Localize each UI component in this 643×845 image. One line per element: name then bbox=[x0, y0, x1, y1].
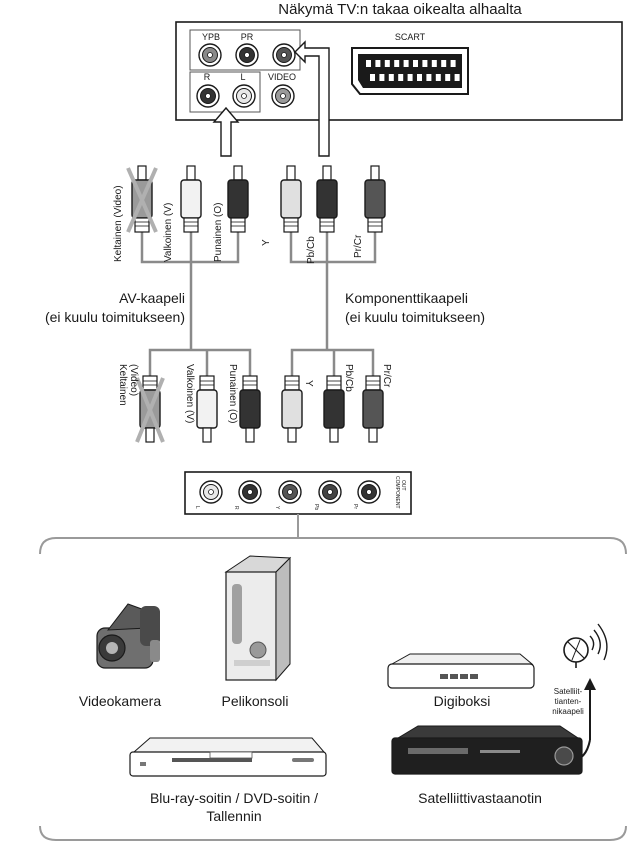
top-plug-red bbox=[227, 165, 249, 233]
label-satellite-receiver: Satelliittivastaanotin bbox=[418, 790, 542, 806]
bottom-label-pr: Pr/Cr bbox=[381, 364, 392, 388]
camcorder-icon bbox=[96, 603, 160, 669]
scart-pin bbox=[394, 60, 400, 67]
av-cable-title: AV-kaapeli bbox=[119, 290, 185, 306]
top-label-pb: Pb/Cb bbox=[306, 236, 317, 264]
scart-pin bbox=[366, 60, 371, 67]
tv-jack-video bbox=[271, 84, 295, 108]
out-label-l: L bbox=[194, 506, 200, 509]
bottom-plug-y bbox=[281, 375, 303, 443]
out-label-y: Y bbox=[274, 506, 280, 510]
arrow-into-audio-jacks bbox=[212, 106, 240, 157]
bottom-label-red: Punainen (O) bbox=[227, 364, 238, 423]
label-digibox: Digiboksi bbox=[434, 693, 491, 709]
out-jack-pr bbox=[357, 480, 381, 504]
bottom-label-y: Y bbox=[303, 380, 314, 387]
tv-back-panel: YPB PR R L VIDEO SCART bbox=[175, 21, 623, 121]
label-satellite-cable-1: Satelliit- bbox=[554, 687, 583, 696]
scart-pin bbox=[403, 60, 409, 67]
tv-jack-y bbox=[272, 43, 296, 67]
bottom-label-yellow-1: Keltainen bbox=[117, 364, 128, 406]
scart-pin bbox=[384, 60, 390, 67]
tv-jack-r bbox=[196, 84, 220, 108]
top-label-pr: Pr/Cr bbox=[353, 234, 364, 258]
bottom-plug-pr bbox=[362, 375, 384, 443]
top-label-y: Y bbox=[261, 239, 272, 246]
bottom-label-white: Valkoinen (V) bbox=[184, 364, 195, 423]
tv-label-video: VIDEO bbox=[268, 72, 296, 82]
unused-plug-cross-top bbox=[126, 167, 158, 233]
out-label-pb: Pb bbox=[313, 504, 319, 510]
top-plug-pr bbox=[364, 165, 386, 233]
bottom-plug-white bbox=[196, 375, 218, 443]
tv-label-r: R bbox=[204, 72, 211, 82]
label-satellite-cable-3: nikaapeli bbox=[552, 707, 584, 716]
scart-pin bbox=[422, 60, 428, 67]
scart-pin bbox=[435, 74, 441, 81]
label-satellite-cable-2: tianten- bbox=[555, 697, 582, 706]
bottom-plug-row: Keltainen (Video) Valkoinen (V) Punainen… bbox=[117, 348, 392, 443]
bottom-plug-red bbox=[239, 375, 261, 443]
tv-label-pr: PR bbox=[241, 32, 254, 42]
disc-player-icon bbox=[129, 737, 327, 777]
scart-port bbox=[351, 47, 469, 95]
scart-pin bbox=[375, 60, 381, 67]
bottom-label-pb: Pb/Cb bbox=[343, 364, 354, 392]
scart-pin bbox=[450, 60, 456, 67]
top-label-yellow: Keltainen (Video) bbox=[113, 185, 124, 262]
top-label-red: Punainen (O) bbox=[213, 203, 224, 262]
top-plug-white bbox=[180, 165, 202, 233]
out-jack-r bbox=[238, 480, 262, 504]
out-label-pr: Pr bbox=[352, 504, 358, 509]
out-jack-pb bbox=[318, 480, 342, 504]
unused-plug-cross-bottom bbox=[135, 377, 165, 443]
scart-pin bbox=[379, 74, 385, 81]
diagram-title: Näkymä TV:n takaa oikealta alhaalta bbox=[278, 1, 522, 18]
out-jack-y bbox=[278, 480, 302, 504]
tv-jack-l bbox=[232, 84, 256, 108]
top-label-white: Valkoinen (V) bbox=[163, 203, 174, 262]
bottom-label-yellow-2: (Video) bbox=[128, 364, 139, 396]
scart-pin bbox=[398, 74, 404, 81]
top-plug-row: Keltainen (Video) Valkoinen (V) Punainen… bbox=[113, 165, 386, 264]
out-side-label-2: OUT bbox=[400, 480, 406, 491]
component-cable-title: Komponenttikaapeli bbox=[345, 290, 468, 306]
scart-pin bbox=[441, 60, 447, 67]
tv-label-ypb: YPB bbox=[202, 32, 220, 42]
label-disc-player-2: Tallennin bbox=[206, 808, 261, 824]
tv-jack-ypb bbox=[198, 43, 222, 67]
component-cable-note: (ei kuulu toimitukseen) bbox=[345, 309, 485, 325]
scart-pin bbox=[370, 74, 375, 81]
tv-label-l: L bbox=[240, 72, 245, 82]
av-cable-note: (ei kuulu toimitukseen) bbox=[45, 309, 185, 325]
out-label-r: R bbox=[233, 506, 239, 510]
scart-pin bbox=[431, 60, 437, 67]
scart-pin bbox=[445, 74, 451, 81]
game-console-icon bbox=[224, 555, 292, 682]
tv-label-scart: SCART bbox=[395, 32, 426, 42]
scart-pin bbox=[388, 74, 394, 81]
out-side-label-1: COMPONENT bbox=[394, 476, 400, 509]
top-plug-y bbox=[280, 165, 302, 233]
bottom-plug-pb bbox=[323, 375, 345, 443]
satellite-receiver-icon bbox=[391, 725, 583, 775]
label-disc-player-1: Blu-ray-soitin / DVD-soitin / bbox=[150, 790, 318, 806]
top-plug-pb bbox=[316, 165, 338, 233]
label-camcorder: Videokamera bbox=[79, 693, 161, 709]
device-output-panel: COMPONENT OUT L R Y Pb Pr bbox=[184, 471, 412, 515]
tv-jack-pr bbox=[235, 43, 259, 67]
devices-bracket bbox=[39, 514, 627, 841]
scart-pin bbox=[413, 60, 418, 67]
satellite-dish-icon bbox=[563, 623, 608, 668]
scart-pin bbox=[426, 74, 432, 81]
arrow-into-component-jacks bbox=[294, 40, 330, 157]
scart-pin bbox=[407, 74, 413, 81]
digibox-icon bbox=[387, 653, 535, 689]
scart-pin bbox=[454, 74, 460, 81]
label-game-console: Pelikonsoli bbox=[222, 693, 289, 709]
out-jack-l bbox=[199, 480, 223, 504]
scart-pin bbox=[417, 74, 422, 81]
